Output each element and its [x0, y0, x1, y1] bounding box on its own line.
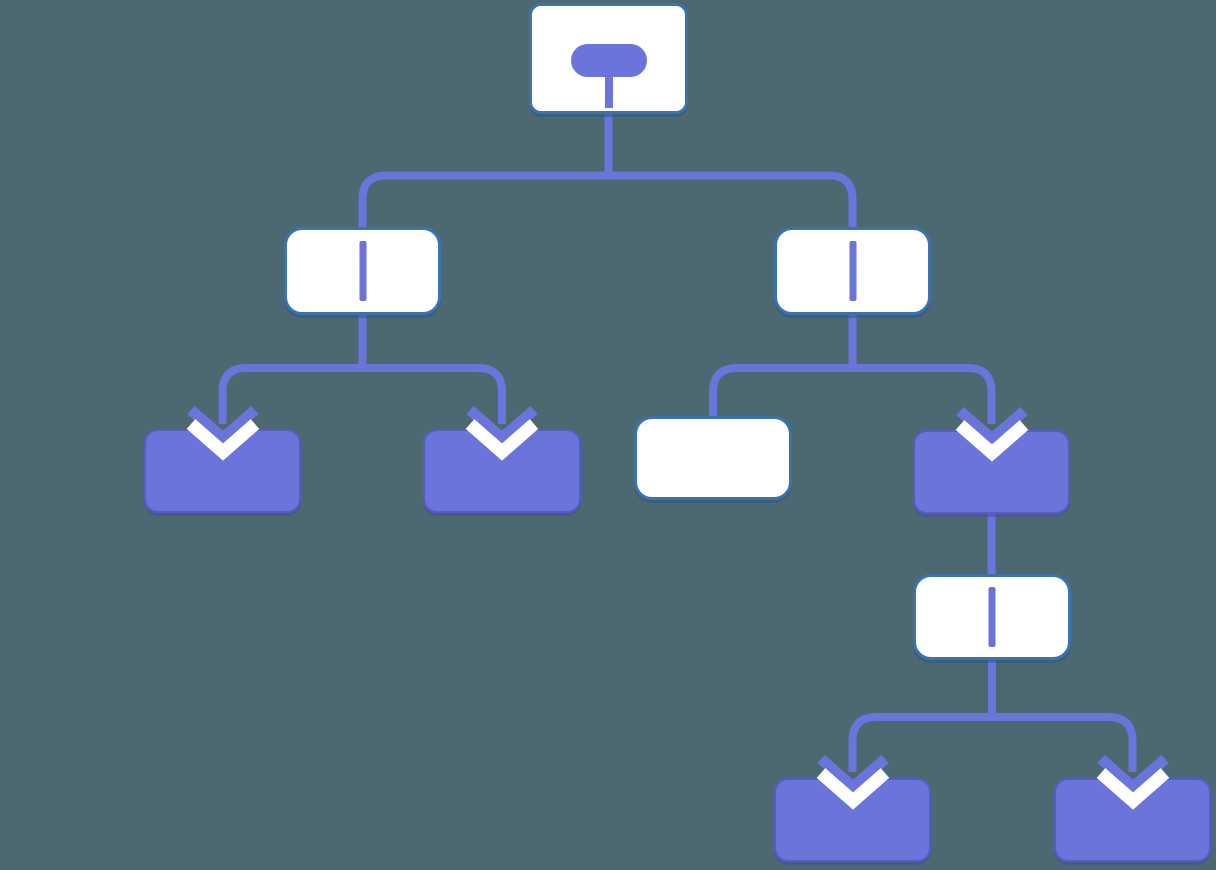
node-leaf-bottom-2[interactable] — [1054, 754, 1211, 862]
connector-branchright-to-children — [709, 312, 996, 424]
connector-root-to-level1 — [358, 110, 857, 231]
vertical-divider-icon — [849, 241, 856, 301]
node-branch-bottom[interactable] — [913, 574, 1071, 660]
double-chevron-down-icon[interactable] — [460, 403, 544, 461]
vertical-divider-icon — [359, 241, 366, 301]
vertical-divider-icon — [988, 587, 996, 647]
double-chevron-down-icon[interactable] — [1091, 752, 1175, 810]
tree-root-icon — [570, 44, 647, 108]
connector-branchbottom-to-leaves — [848, 658, 1137, 772]
node-leaf-left-1[interactable] — [144, 405, 301, 513]
node-root[interactable] — [529, 3, 688, 114]
node-leaf-left-2[interactable] — [423, 405, 581, 513]
double-chevron-down-icon[interactable] — [811, 752, 895, 810]
node-branch-left[interactable] — [284, 227, 441, 315]
connector-branchleft-to-leaves — [218, 312, 506, 424]
node-child-right-white[interactable] — [634, 416, 792, 500]
double-chevron-down-icon[interactable] — [950, 404, 1034, 462]
node-branch-right[interactable] — [774, 227, 931, 315]
node-leaf-bottom-1[interactable] — [774, 754, 931, 862]
double-chevron-down-icon[interactable] — [181, 403, 265, 461]
node-child-right-purple[interactable] — [913, 406, 1070, 514]
